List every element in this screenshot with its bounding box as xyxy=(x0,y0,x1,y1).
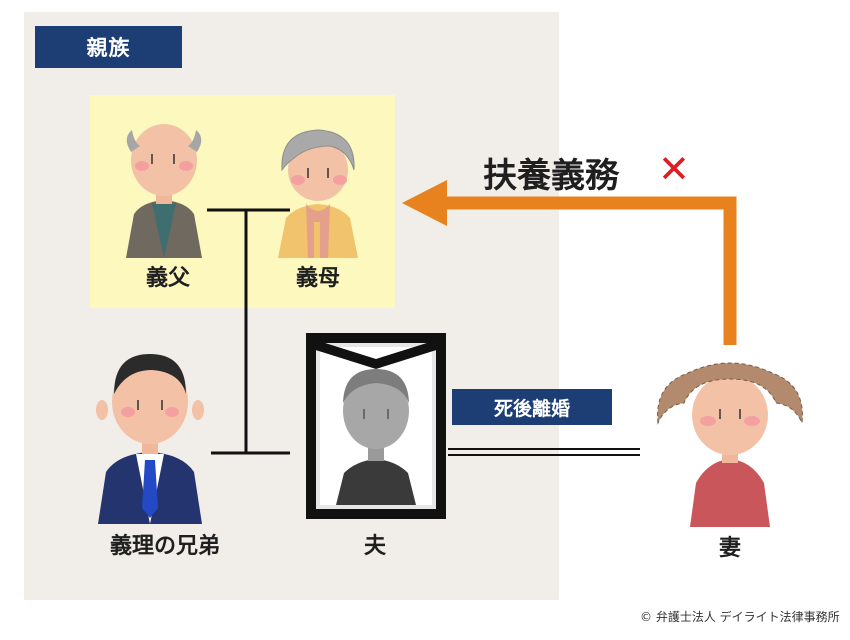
relatives-label: 親族 xyxy=(35,26,182,68)
brother-in-law-label: 義理の兄弟 xyxy=(109,534,220,559)
posthumous-divorce-label: 死後離婚 xyxy=(452,389,612,425)
elderly-man-icon xyxy=(126,124,202,258)
father-in-law-label: 義父 xyxy=(145,266,190,291)
husband-label: 夫 xyxy=(363,534,386,559)
support-arrow-head xyxy=(402,180,447,226)
support-arrow xyxy=(440,196,737,345)
copyright-credit: © 弁護士法人 デイライト法律事務所 xyxy=(640,610,840,624)
support-duty-label: 扶養義務 xyxy=(483,156,619,196)
memorial-portrait-icon xyxy=(306,333,446,519)
elderly-woman-icon xyxy=(278,129,358,258)
wife-label: 妻 xyxy=(718,536,741,561)
in-laws-box xyxy=(90,95,395,308)
woman-icon xyxy=(657,362,803,527)
man-in-suit-icon xyxy=(96,354,204,524)
cross-mark-icon: ✕ xyxy=(658,147,690,191)
mother-in-law-label: 義母 xyxy=(295,266,340,291)
